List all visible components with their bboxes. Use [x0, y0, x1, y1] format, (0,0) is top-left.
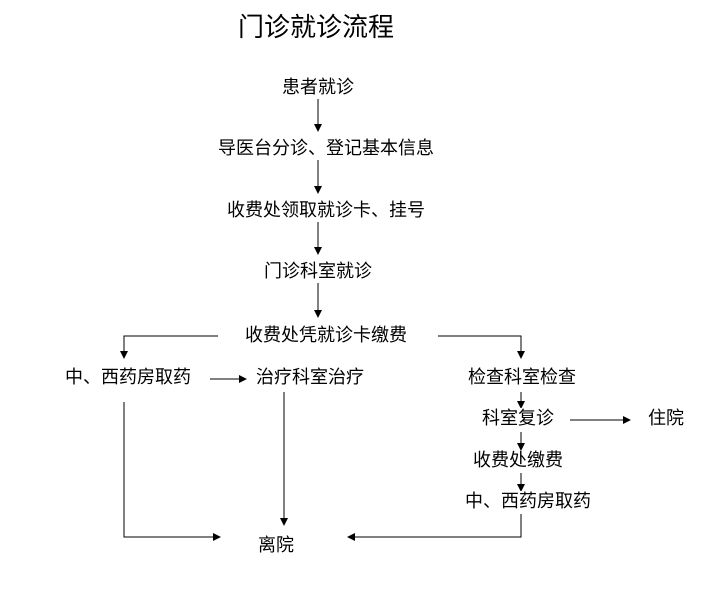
node-department: 门诊科室就诊	[262, 261, 374, 283]
node-triage: 导医台分诊、登记基本信息	[216, 138, 436, 160]
node-treatment: 治疗科室治疗	[254, 367, 366, 389]
node-exam: 检查科室检查	[466, 367, 578, 389]
arrow-pharmacy-right-to-discharge	[347, 514, 522, 541]
node-pharmacy-left: 中、西药房取药	[63, 367, 193, 389]
node-pharmacy-right: 中、西药房取药	[463, 491, 593, 513]
node-revisit: 科室复诊	[480, 408, 556, 430]
page-title: 门诊就诊流程	[238, 13, 395, 43]
node-register: 收费处领取就诊卡、挂号	[225, 200, 427, 222]
node-pay-card: 收费处凭就诊卡缴费	[243, 325, 409, 347]
arrow-pharmacy-left-to-discharge	[123, 402, 221, 541]
node-pay-fee: 收费处缴费	[471, 450, 565, 472]
node-visit: 患者就诊	[280, 77, 356, 99]
arrow-pay-card-to-exam	[438, 335, 525, 359]
arrow-pay-card-to-pharmacy-left	[120, 335, 218, 359]
node-hospitalize: 住院	[646, 408, 686, 430]
node-discharge: 离院	[256, 535, 296, 557]
